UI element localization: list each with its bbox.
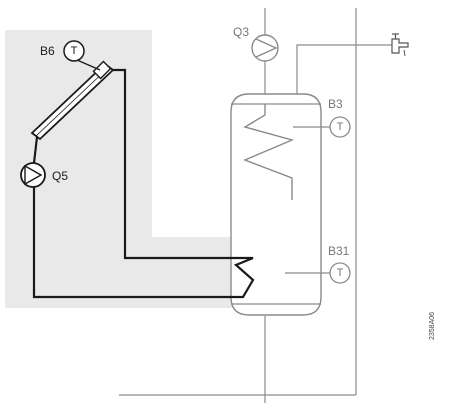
solar-loop-pipe [32,68,255,299]
sensor-b3-label: B3 [328,97,343,111]
svg-text:T: T [337,267,344,279]
pump-q5-symbol [20,162,46,188]
sensor-b6-label: B6 [40,44,55,58]
pump-q5-label: Q5 [52,169,68,183]
tap-icon [391,33,409,57]
sensor-b31-label: B31 [328,244,350,258]
svg-text:T: T [71,45,78,57]
sensor-b6-symbol: T [63,40,85,62]
pump-q3-symbol [251,34,279,62]
upper-heat-exchanger-coil [243,104,295,200]
storage-tank [230,93,322,316]
collector-to-pump-pipe [32,136,39,164]
sensor-b6-probe [76,59,101,71]
sensor-b3-symbol: T [329,116,351,138]
pump-q3-label: Q3 [233,25,249,39]
document-id: 2358A06 [429,312,436,340]
hot-water-outlet-line [296,44,395,98]
svg-text:T: T [337,121,344,133]
solar-collector [30,60,115,141]
sensor-b31-symbol: T [329,262,351,284]
